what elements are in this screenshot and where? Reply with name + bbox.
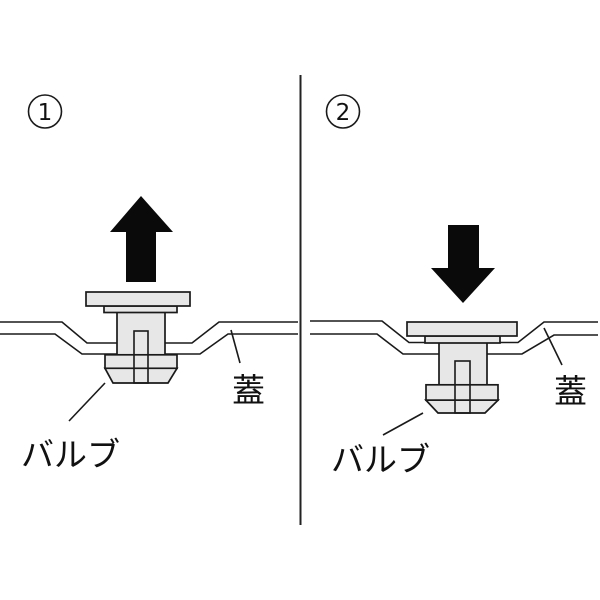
panel-2-valve: [406, 321, 518, 414]
up-arrow: [110, 196, 173, 282]
panel-1-lid-leader-line: [230, 329, 241, 364]
down-arrow: [431, 225, 495, 303]
panel-1-valve: [85, 291, 191, 384]
valve-collar: [103, 305, 178, 314]
panel-1-valve-label: バルブ: [21, 435, 120, 474]
valve-bottom-flange: [425, 383, 499, 402]
valve-inner-channel: [454, 360, 471, 414]
valve-stem: [438, 341, 488, 386]
valve-stem: [116, 310, 166, 356]
panel-2-lid-leader-line: [543, 327, 563, 366]
panel-2-valve-leader-line: [382, 412, 424, 436]
panel-2-number-badge: [325, 94, 361, 129]
valve-top-flange: [85, 291, 191, 307]
panel-1-number: 1: [38, 100, 53, 126]
valve-inner-channel: [133, 330, 149, 384]
panel-2-number: 2: [336, 100, 351, 126]
panel-1-valve-leader-line: [68, 382, 106, 422]
valve-bottom-taper: [103, 367, 179, 384]
valve-collar: [424, 335, 501, 344]
panel-1-lid-label: 蓋: [232, 371, 265, 410]
panel-1-number-badge: [27, 94, 63, 129]
panel-2-lid-label: 蓋: [554, 372, 587, 411]
panel-2-valve-label: バルブ: [331, 440, 430, 479]
valve-top-flange: [406, 321, 518, 337]
panel-2: 2 バルブ 蓋: [310, 94, 598, 479]
panel-1: 1 バルブ 蓋: [0, 94, 298, 474]
valve-bottom-taper: [424, 399, 501, 414]
valve-bottom-flange: [104, 353, 178, 370]
